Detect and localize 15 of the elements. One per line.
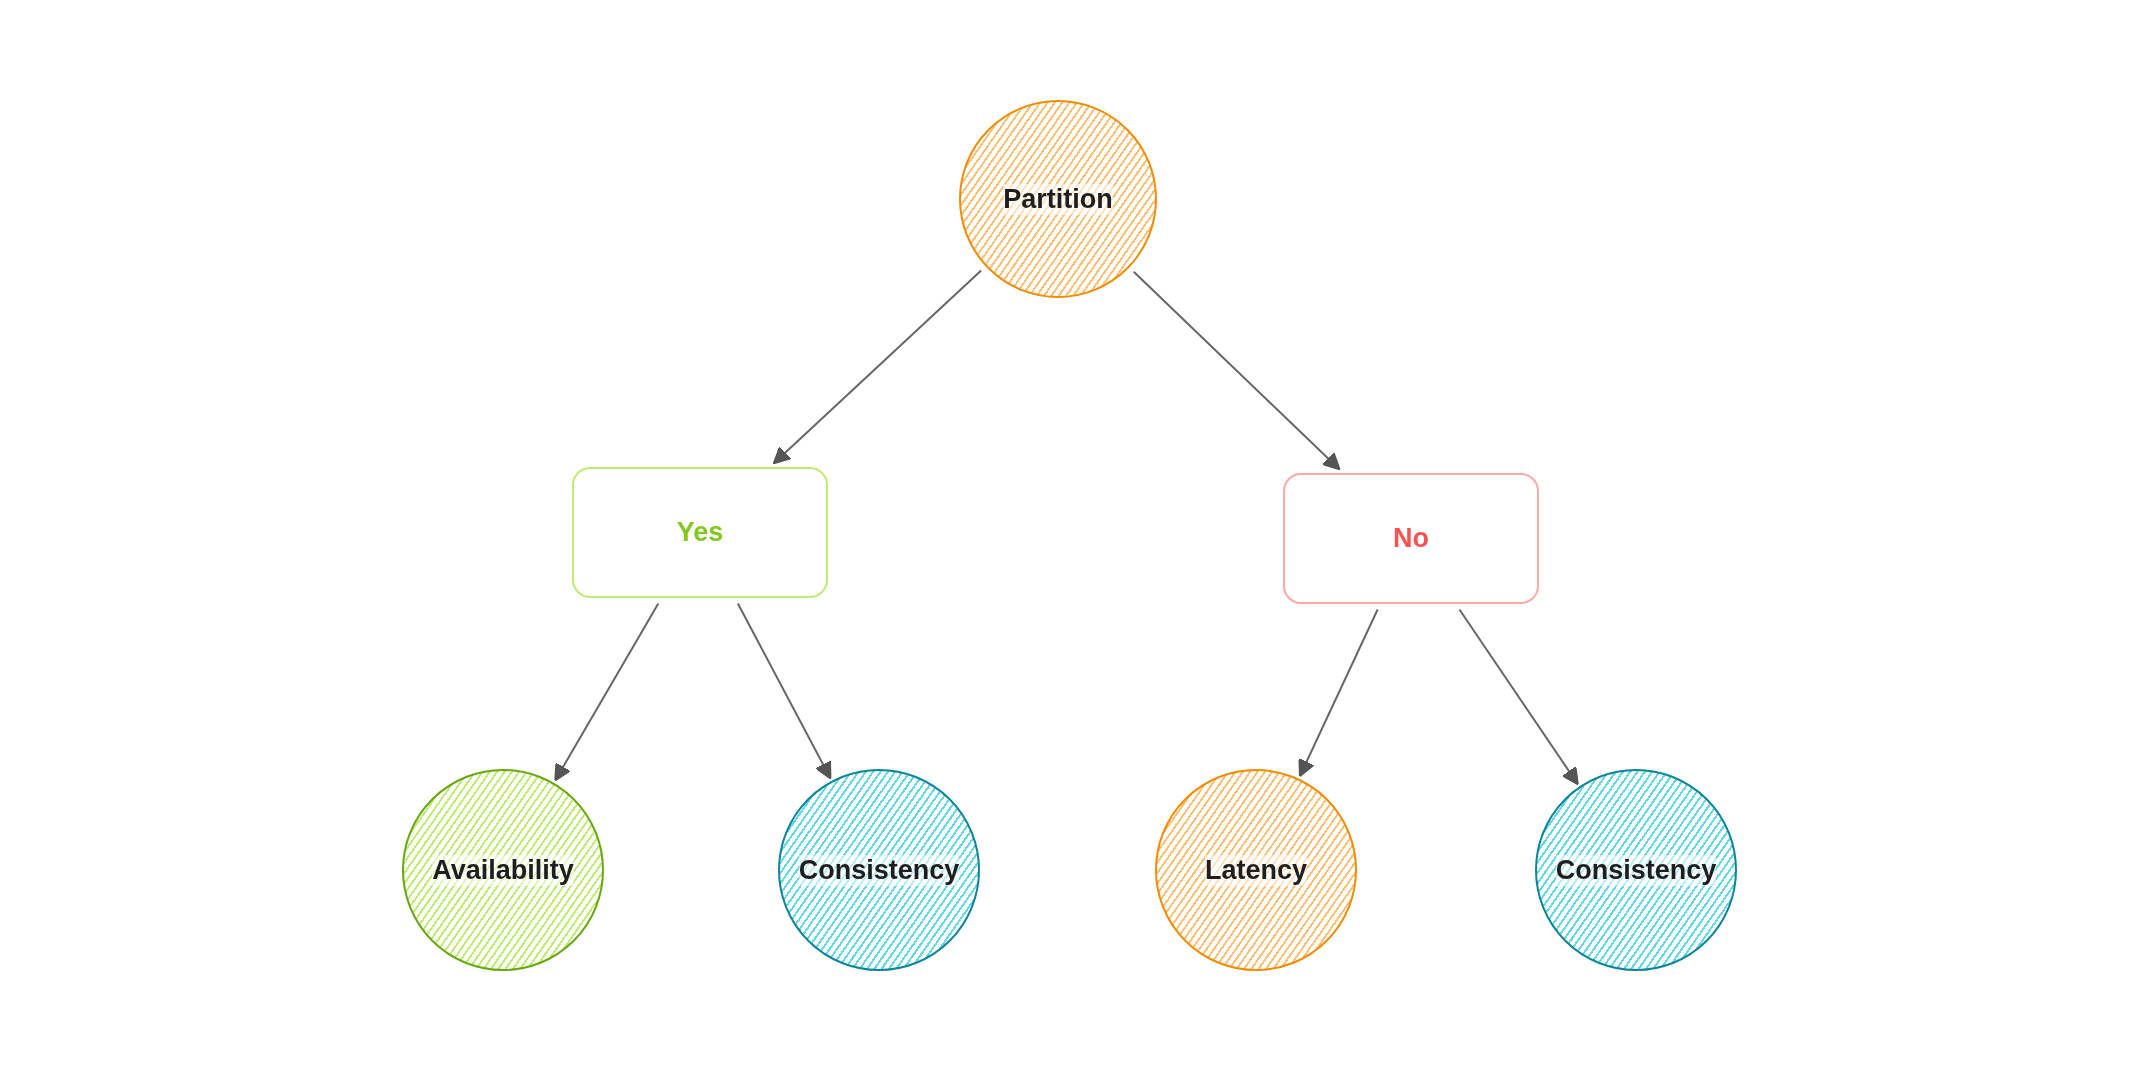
arrow	[1298, 608, 1379, 778]
node-label: Consistency	[798, 854, 960, 886]
arrow	[736, 602, 832, 780]
arrow	[772, 269, 983, 465]
arrow	[1132, 270, 1341, 471]
rounded-box	[1283, 472, 1539, 604]
rounded-box	[572, 466, 828, 598]
answer-label: No	[1393, 522, 1429, 554]
arrow	[554, 602, 660, 782]
node-label: Availability	[432, 854, 574, 886]
node-label: Latency	[1204, 854, 1307, 886]
answer-label: Yes	[676, 516, 724, 548]
node-label: Consistency	[1555, 854, 1717, 886]
arrow	[1458, 608, 1579, 786]
node-label: Partition	[1003, 183, 1113, 215]
